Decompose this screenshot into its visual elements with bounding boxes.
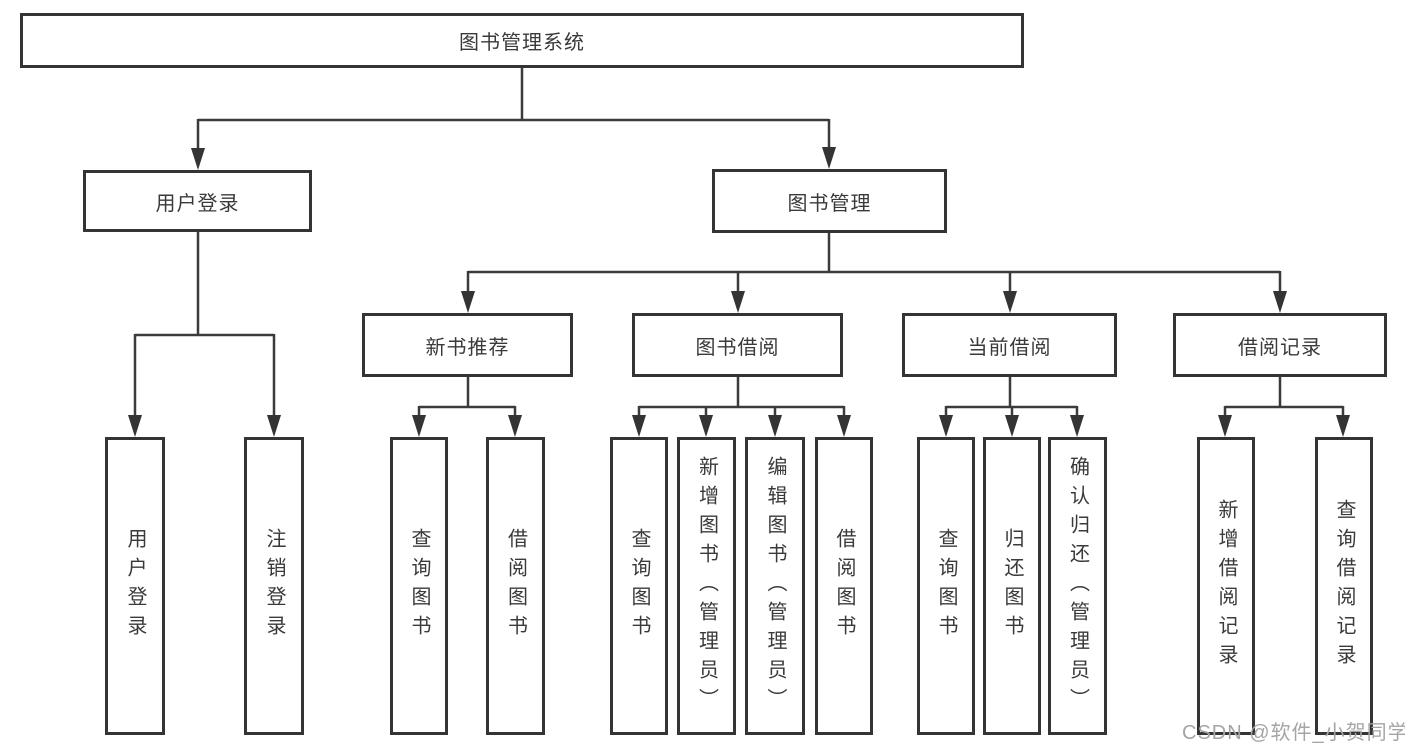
leaf-query-book-recommend-label: 查询图书 [408, 528, 430, 644]
leaf-logout-label: 注销登录 [263, 528, 285, 644]
leaf-query-book-borrowing: 查询图书 [610, 437, 668, 735]
node-borrowing-records: 借阅记录 [1173, 313, 1387, 377]
node-book-borrowing: 图书借阅 [632, 313, 843, 377]
csdn-watermark: CSDN @软件_小贺同学 [1182, 722, 1405, 744]
leaf-logout: 注销登录 [244, 437, 304, 735]
node-book-borrowing-label: 图书借阅 [695, 336, 780, 359]
node-current-borrowing-label: 当前借阅 [967, 336, 1052, 359]
node-book-management-label: 图书管理 [787, 192, 872, 215]
leaf-edit-book-admin-label: 编辑图书（管理员） [764, 455, 786, 717]
node-current-borrowing: 当前借阅 [902, 313, 1117, 377]
leaf-confirm-return-admin-label: 确认归还（管理员） [1066, 455, 1089, 717]
leaf-query-book-borrowing-label: 查询图书 [628, 528, 650, 644]
leaf-borrow-book-recommend-label: 借阅图书 [504, 528, 527, 644]
leaf-add-borrow-record: 新增借阅记录 [1197, 437, 1255, 735]
leaf-user-login: 用户登录 [105, 437, 165, 735]
leaf-add-borrow-record-label: 新增借阅记录 [1215, 499, 1237, 673]
leaf-borrow-book-borrowing-label: 借阅图书 [833, 528, 855, 644]
leaf-borrow-book-borrowing: 借阅图书 [815, 437, 873, 735]
leaf-user-login-label: 用户登录 [124, 528, 146, 644]
node-user-login-label: 用户登录 [155, 192, 240, 215]
node-root-label: 图书管理系统 [459, 32, 585, 54]
node-borrowing-records-label: 借阅记录 [1238, 336, 1322, 359]
leaf-query-borrow-record: 查询借阅记录 [1315, 437, 1373, 735]
arrowheads [128, 147, 1350, 437]
leaf-return-book: 归还图书 [983, 437, 1041, 735]
leaf-query-borrow-record-label: 查询借阅记录 [1333, 499, 1355, 673]
leaf-query-book-recommend: 查询图书 [390, 437, 448, 735]
leaf-confirm-return-admin: 确认归还（管理员） [1048, 437, 1107, 735]
leaf-add-book-admin: 新增图书（管理员） [677, 437, 736, 735]
node-new-book-recommend: 新书推荐 [362, 313, 573, 377]
node-new-book-recommend-label: 新书推荐 [425, 336, 510, 359]
leaf-borrow-book-recommend: 借阅图书 [486, 437, 545, 735]
leaf-return-book-label: 归还图书 [1001, 528, 1023, 644]
leaf-query-book-current: 查询图书 [917, 437, 975, 735]
leaf-query-book-current-label: 查询图书 [935, 528, 957, 644]
leaf-add-book-admin-label: 新增图书（管理员） [695, 455, 718, 717]
node-book-management: 图书管理 [712, 169, 947, 233]
leaf-edit-book-admin: 编辑图书（管理员） [745, 437, 805, 735]
node-user-login: 用户登录 [83, 170, 312, 232]
node-root: 图书管理系统 [20, 13, 1024, 68]
